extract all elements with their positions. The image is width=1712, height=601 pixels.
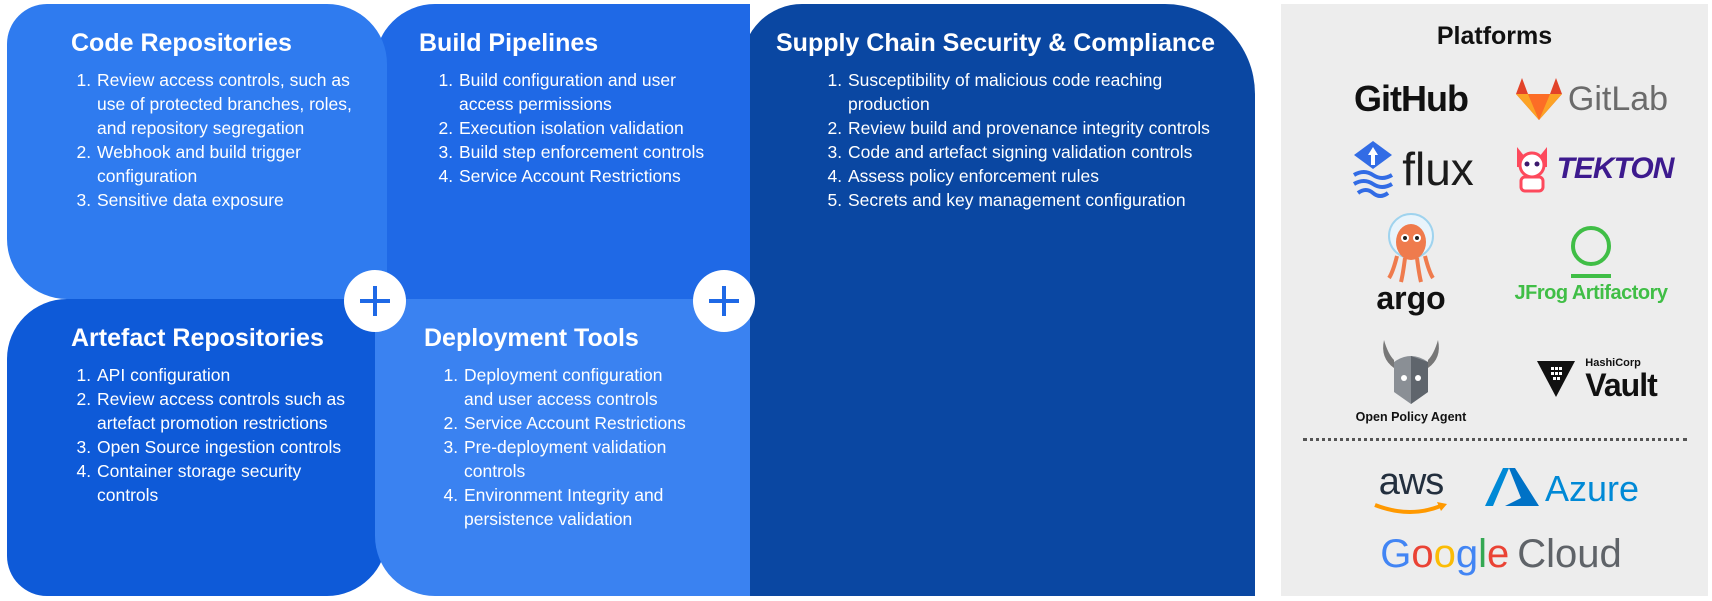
list-item: Build step enforcement controls [458, 140, 710, 164]
gitlab-logo: GitLab [1506, 72, 1676, 126]
tekton-logo: TEKTON [1501, 139, 1681, 199]
gitlab-fox-icon [1515, 78, 1562, 120]
build-pipelines-panel: Build Pipelines Build configuration and … [375, 4, 750, 299]
build-pipelines-list: Build configuration and user access perm… [419, 68, 710, 188]
flux-icon [1353, 141, 1394, 198]
list-item: Webhook and build trigger configuration [96, 140, 353, 188]
argo-wordmark: argo [1376, 279, 1446, 316]
list-item: Deployment configuration and user access… [463, 363, 690, 411]
aws-logo: aws [1361, 459, 1461, 521]
platforms-title: Platforms [1436, 22, 1553, 50]
google-cloud-logo: Google Cloud [1351, 524, 1651, 584]
platforms-panel: Platforms GitHub GitLab flux [1281, 4, 1708, 596]
supply-chain-title: Supply Chain Security & Compliance [776, 29, 1215, 57]
plus-icon [693, 270, 755, 332]
deployment-tools-title: Deployment Tools [424, 324, 639, 352]
artifactory-icon [1571, 225, 1611, 278]
list-item: Open Source ingestion controls [96, 435, 347, 459]
code-repositories-panel: Code Repositories Review access controls… [7, 4, 387, 299]
code-repositories-list: Review access controls, such as use of p… [71, 68, 353, 212]
deployment-tools-panel: Deployment Tools Deployment configuratio… [375, 299, 750, 596]
jfrog-artifactory-wordmark: JFrog Artifactory [1514, 281, 1668, 304]
argo-octopus-icon [1387, 212, 1435, 282]
opa-wordmark: Open Policy Agent [1355, 410, 1467, 424]
opa-logo: Open Policy Agent [1331, 332, 1491, 428]
gitlab-wordmark: GitLab [1567, 79, 1669, 118]
list-item: Service Account Restrictions [463, 411, 690, 435]
opa-viking-icon [1383, 340, 1439, 404]
github-logo: GitHub [1331, 74, 1491, 124]
artefact-repositories-title: Artefact Repositories [71, 324, 324, 352]
azure-wordmark: Azure [1544, 468, 1640, 509]
list-item: Secrets and key management configuration [847, 188, 1215, 212]
vault-wordmark: Vault [1585, 366, 1657, 403]
github-wordmark: GitHub [1354, 78, 1469, 119]
hashicorp-vault-logo: HashiCorp Vault [1511, 344, 1681, 414]
list-item: Review build and provenance integrity co… [847, 116, 1215, 140]
hashicorp-wordmark: HashiCorp [1585, 356, 1641, 369]
list-item: Sensitive data exposure [96, 188, 353, 212]
cloud-wordmark: Cloud [1517, 531, 1622, 576]
list-item: Container storage security controls [96, 459, 347, 507]
list-item: Code and artefact signing validation con… [847, 140, 1215, 164]
build-pipelines-title: Build Pipelines [419, 29, 599, 57]
list-item: Assess policy enforcement rules [847, 164, 1215, 188]
plus-icon [344, 270, 406, 332]
list-item: Environment Integrity and persistence va… [463, 483, 690, 531]
artefact-repositories-list: API configuration Review access controls… [71, 363, 347, 507]
list-item: Service Account Restrictions [458, 164, 710, 188]
artefact-repositories-panel: Artefact Repositories API configuration … [7, 299, 387, 596]
vault-triangle-icon [1537, 361, 1576, 397]
tekton-cat-icon [1516, 147, 1547, 193]
list-item: Pre-deployment validation controls [463, 435, 690, 483]
code-repositories-title: Code Repositories [71, 29, 292, 57]
list-item: Susceptibility of malicious code reachin… [847, 68, 1215, 116]
jfrog-artifactory-logo: JFrog Artifactory [1496, 216, 1686, 312]
supply-chain-list: Susceptibility of malicious code reachin… [776, 68, 1215, 212]
aws-smile-icon [1374, 502, 1447, 514]
list-item: API configuration [96, 363, 347, 387]
flux-wordmark: flux [1402, 143, 1474, 195]
list-item: Execution isolation validation [458, 116, 710, 140]
aws-wordmark: aws [1378, 461, 1445, 503]
deployment-tools-list: Deployment configuration and user access… [424, 363, 690, 531]
supply-chain-panel: Supply Chain Security & Compliance Susce… [742, 4, 1255, 596]
tekton-wordmark: TEKTON [1556, 152, 1675, 185]
list-item: Build configuration and user access perm… [458, 68, 710, 116]
google-wordmark: Google [1380, 531, 1510, 576]
list-item: Review access controls such as artefact … [96, 387, 347, 435]
divider [1303, 438, 1687, 441]
azure-icon [1484, 468, 1539, 506]
vault-text-group: HashiCorp Vault [1585, 356, 1657, 403]
list-item: Review access controls, such as use of p… [96, 68, 353, 140]
flux-logo: flux [1326, 134, 1496, 204]
azure-logo: Azure [1466, 459, 1656, 519]
argo-logo: argo [1351, 209, 1471, 319]
